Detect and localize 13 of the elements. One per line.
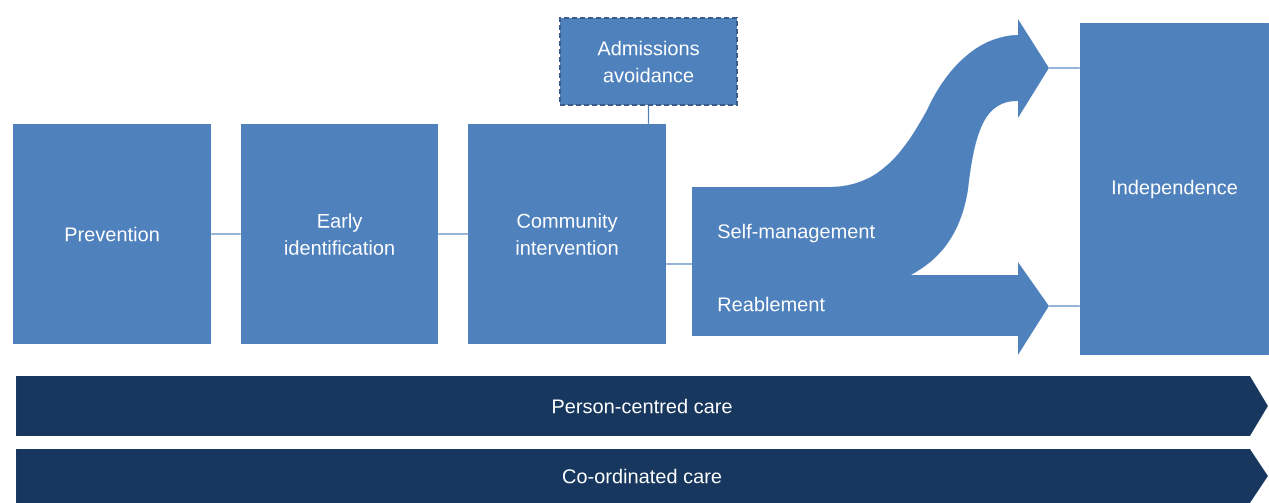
process-box: Prevention <box>13 124 211 344</box>
connector-line <box>647 105 650 125</box>
chevron-band: Co-ordinated care <box>16 449 1268 503</box>
connector-line <box>665 263 693 265</box>
connector-line <box>1048 305 1081 307</box>
connector-line <box>437 233 469 235</box>
chevron-band: Person-centred care <box>16 376 1268 436</box>
connector-line <box>210 233 242 235</box>
outcome-box: Independence <box>1080 23 1269 355</box>
process-box: Early identification <box>241 124 438 344</box>
process-box: Community intervention <box>468 124 666 344</box>
optional-box: Admissions avoidance <box>559 17 738 106</box>
connector-line <box>1048 67 1081 69</box>
